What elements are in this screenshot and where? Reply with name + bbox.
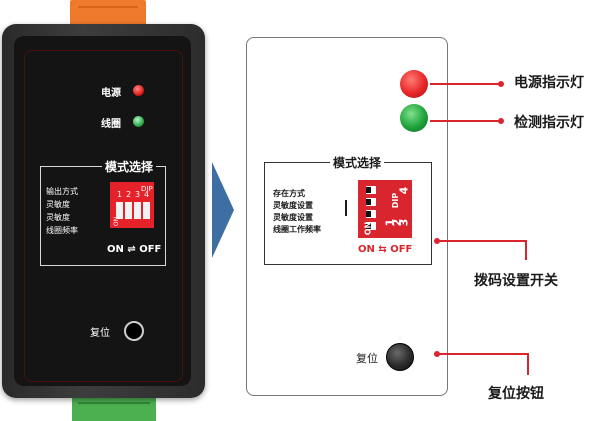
dip-switch[interactable]: DIP 1 2 3 4 ON: [358, 180, 412, 238]
dip-item-label: 灵敏度设置: [273, 213, 313, 222]
coil-led-label: 线圈: [101, 119, 121, 130]
callout-line: [430, 120, 502, 122]
dip-item-label: 线圈工作频率: [273, 225, 321, 234]
reset-label: 复位: [356, 352, 378, 365]
dip-item-label: 灵敏度设置: [273, 201, 313, 210]
dip-switch-lever[interactable]: [366, 198, 376, 206]
dip-switch-lever[interactable]: [116, 202, 123, 219]
dip-number: 2: [126, 190, 132, 199]
right-chevron-arrow-icon: [212, 162, 234, 258]
callout-dot: [498, 81, 504, 87]
dip-switch-lever[interactable]: [366, 222, 376, 230]
reset-button[interactable]: [124, 321, 144, 341]
dip-text: DIP: [391, 192, 401, 209]
reset-button[interactable]: [386, 343, 414, 371]
dip-number: 1: [117, 190, 123, 199]
dip-item-label: 输出方式: [46, 187, 78, 196]
callout-line: [437, 240, 527, 242]
mode-select-title: 模式选择: [330, 154, 385, 171]
dip-switch-lever[interactable]: [366, 210, 376, 218]
reset-label: 复位: [90, 328, 110, 339]
dip-item-label: 灵敏度: [46, 213, 70, 222]
power-led-callout: 电源指示灯: [514, 75, 584, 91]
device-front-panel: [14, 36, 191, 386]
dip-number: 4: [397, 186, 411, 195]
dip-number: 3: [135, 190, 141, 199]
dip-number: 3: [397, 218, 411, 227]
power-indicator-led: [400, 70, 428, 98]
power-led: [133, 85, 144, 96]
device-panel-outline: [24, 50, 183, 382]
dip-switch-callout: 拨码设置开关: [474, 273, 558, 289]
callout-line: [437, 353, 529, 355]
dip-switch-lever[interactable]: [134, 202, 141, 219]
dip-item-label: 线圈频率: [46, 226, 78, 235]
dip-switch-lever[interactable]: [125, 202, 132, 219]
dip-switch[interactable]: DIP ON 1 2 3 4: [110, 182, 154, 228]
dip-number: 4: [144, 190, 150, 199]
callout-line: [430, 83, 502, 85]
on-off-indicator: ON ⇆ OFF: [358, 244, 413, 255]
dip-switch-lever[interactable]: [143, 202, 150, 219]
dip-item-label: 灵敏度: [46, 200, 70, 209]
dip-switch-lever[interactable]: [366, 186, 376, 194]
callout-line: [527, 353, 529, 375]
dip-item-label: 存在方式: [273, 189, 305, 198]
callout-dot: [498, 118, 504, 124]
dip-text: DIP: [141, 185, 153, 193]
reset-button-callout: 复位按钮: [488, 386, 544, 402]
detect-led-callout: 检测指示灯: [514, 115, 584, 131]
callout-line: [525, 240, 527, 260]
mode-select-title: 模式选择: [102, 158, 157, 175]
coil-led: [133, 116, 144, 127]
on-off-indicator: ON ⇌ OFF: [107, 244, 162, 255]
dip-on-text: ON: [363, 221, 373, 236]
label-divider: [345, 200, 347, 216]
power-led-label: 电源: [101, 88, 121, 99]
detect-indicator-led: [400, 104, 428, 132]
